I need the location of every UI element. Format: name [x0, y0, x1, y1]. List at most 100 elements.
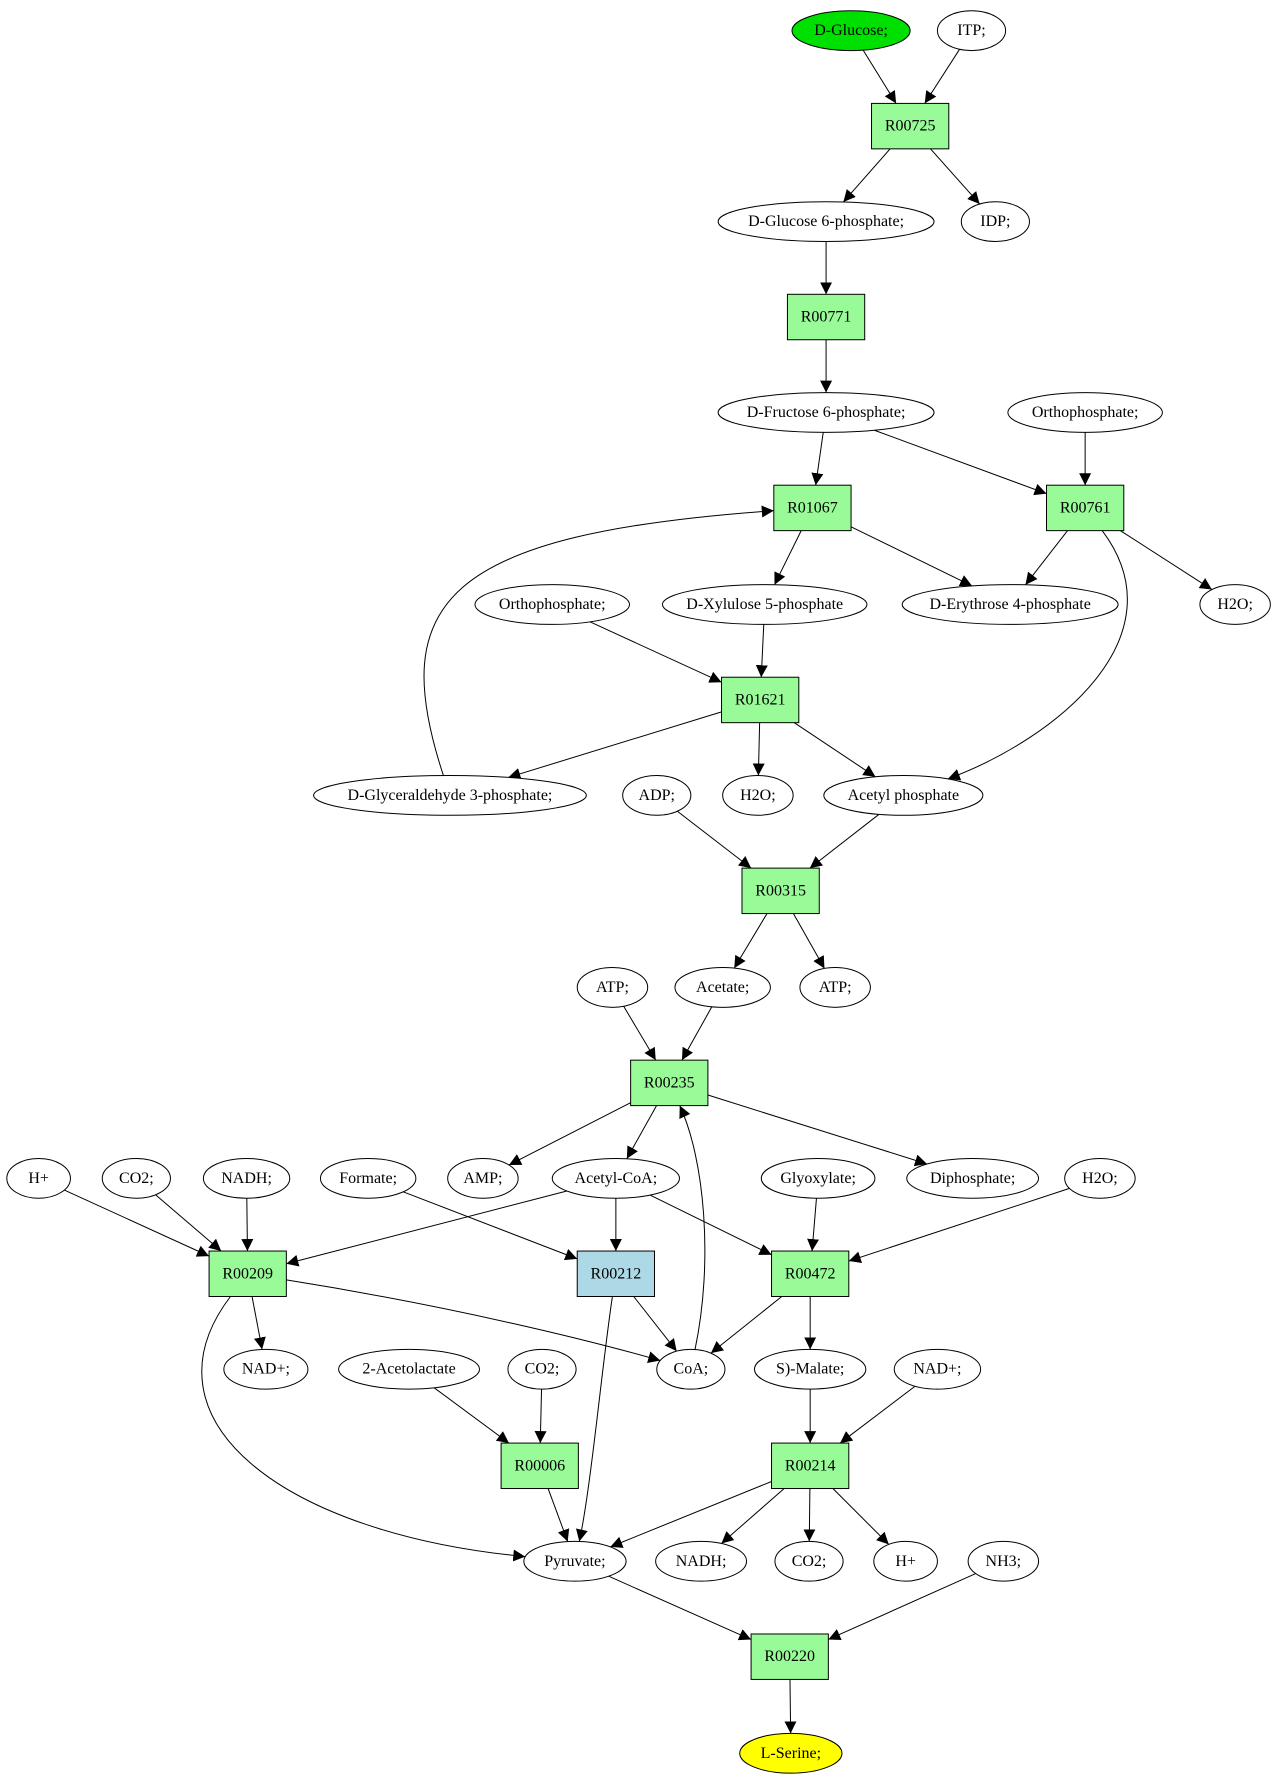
edge-r00212-to-pyruvate: [575, 1296, 613, 1542]
edge-formate-to-r00212: [403, 1191, 578, 1261]
metabolite-ellipse: [774, 1540, 844, 1582]
metabolite-ellipse: [873, 1540, 938, 1582]
metabolite-ellipse: [656, 1348, 726, 1390]
edge-r00209-to-nadplusA: [251, 1296, 266, 1350]
edge-r00235-to-amp: [508, 1102, 631, 1166]
edge-r00725-to-g6p: [842, 148, 891, 203]
edge-r00761-to-e4p: [1025, 530, 1068, 586]
edge-r00220-to-serine: [784, 1679, 797, 1734]
metabolite-ellipse: [722, 775, 794, 816]
metabolite-node-co2B: CO2;: [507, 1348, 577, 1390]
reaction-box: [576, 1250, 655, 1297]
metabolite-node-co2C: CO2;: [774, 1540, 844, 1582]
metabolite-node-idp: IDP;: [960, 201, 1030, 242]
node-label: 2-Acetolactate: [362, 1361, 455, 1378]
reaction-box: [771, 1250, 850, 1297]
node-label: NADH;: [676, 1553, 727, 1570]
edge-nadplusB-to-r00214: [839, 1385, 916, 1444]
edge-g3p-to-r01067: [423, 505, 774, 776]
node-label: D-Glucose 6-phosphate;: [748, 213, 904, 230]
node-label: NAD+;: [913, 1361, 961, 1378]
node-label: R00725: [885, 118, 936, 135]
edge-adp-to-r00315: [677, 810, 752, 869]
edge-pyruvate-to-r00220: [608, 1575, 752, 1641]
edge-nadhA-to-r00209: [241, 1198, 254, 1252]
metabolite-node-glyoxylate: Glyoxylate;: [760, 1157, 876, 1199]
metabolite-node-atpB: ATP;: [799, 967, 871, 1008]
node-label: R00761: [1060, 499, 1111, 516]
node-label: R01067: [787, 499, 838, 516]
metabolite-ellipse: [901, 584, 1119, 625]
metabolite-node-formate: Formate;: [319, 1157, 417, 1199]
metabolite-node-x5p: D-Xylulose 5-phosphate: [661, 584, 868, 625]
metabolite-node-itp: ITP;: [936, 10, 1007, 52]
edge-nh3-to-r00220: [828, 1573, 976, 1641]
edge-r00235-to-diphosphate: [707, 1094, 928, 1167]
node-label: NAD+;: [242, 1361, 290, 1378]
node-label: D-Glucose;: [814, 22, 888, 39]
metabolite-ellipse: [523, 1540, 627, 1582]
metabolite-node-h2oC: H2O;: [1064, 1157, 1136, 1199]
metabolite-node-amp: AMP;: [447, 1157, 519, 1199]
edge-r00214-to-nadhB: [721, 1488, 785, 1544]
reaction-box: [871, 102, 950, 150]
metabolite-node-h2oB: H2O;: [722, 775, 794, 816]
node-label: D-Fructose 6-phosphate;: [747, 404, 906, 421]
metabolite-ellipse: [739, 1732, 843, 1774]
node-label: Diphosphate;: [930, 1170, 1015, 1187]
reaction-node-r01067: R01067: [773, 484, 852, 532]
node-label: AMP;: [463, 1170, 502, 1187]
reaction-box: [1046, 484, 1125, 532]
node-label: S)-Malate;: [776, 1361, 844, 1378]
metabolite-ellipse: [799, 967, 871, 1008]
metabolite-ellipse: [717, 201, 935, 242]
metabolite-ellipse: [661, 584, 868, 625]
node-label: R00771: [801, 309, 852, 326]
edge-layer: [64, 49, 1213, 1734]
metabolite-ellipse: [319, 1157, 417, 1199]
edge-coa-to-r00235: [679, 1105, 706, 1350]
edge-r00214-to-pyruvate: [610, 1481, 772, 1548]
metabolite-ellipse: [1064, 1157, 1136, 1199]
node-label: ATP;: [819, 979, 852, 996]
metabolite-node-coa: CoA;: [656, 1348, 726, 1390]
metabolite-ellipse: [551, 1157, 680, 1199]
node-label: Acetate;: [696, 979, 749, 996]
metabolite-node-acp: Acetyl phosphate: [823, 775, 984, 816]
edge-accoa-to-r00472: [649, 1194, 772, 1256]
reaction-box: [630, 1059, 709, 1107]
edge-x5p-to-r01621: [755, 624, 768, 678]
node-label: IDP;: [980, 213, 1010, 230]
node-label: D-Erythrose 4-phosphate: [930, 596, 1091, 613]
reaction-node-r00209: R00209: [208, 1250, 287, 1297]
metabolite-node-nadplusB: NAD+;: [893, 1348, 982, 1390]
edge-itp-to-r00725: [924, 49, 960, 104]
node-label: Acetyl-CoA;: [575, 1170, 658, 1187]
metabolite-node-nadplusA: NAD+;: [223, 1348, 309, 1390]
metabolite-node-hplusB: H+: [873, 1540, 938, 1582]
metabolite-node-nh3: NH3;: [967, 1540, 1040, 1582]
edge-r00725-to-idp: [930, 148, 981, 205]
metabolite-node-orthoB: Orthophosphate;: [474, 584, 631, 625]
node-label: H2O;: [1082, 1170, 1118, 1187]
edge-acetate-to-r00235: [681, 1006, 713, 1061]
reaction-node-r00315: R00315: [741, 867, 820, 915]
edge-r01621-to-h2oB: [752, 722, 765, 776]
metabolite-ellipse: [893, 1348, 982, 1390]
edge-h2oC-to-r00472: [848, 1187, 1070, 1263]
metabolite-ellipse: [447, 1157, 519, 1199]
reaction-box: [500, 1442, 579, 1490]
metabolite-ellipse: [202, 1157, 291, 1199]
node-label: CoA;: [674, 1361, 709, 1378]
edge-acp-to-r00315: [809, 813, 880, 869]
reaction-node-r00214: R00214: [771, 1442, 850, 1490]
node-label: R00472: [785, 1265, 836, 1282]
metabolite-node-g3p: D-Glyceraldehyde 3-phosphate;: [313, 775, 587, 816]
edge-co2B-to-r00006: [534, 1389, 547, 1444]
node-label: Acetyl phosphate: [848, 787, 960, 804]
metabolite-ellipse: [1007, 392, 1163, 433]
reaction-box: [786, 293, 866, 341]
metabolite-ellipse: [936, 10, 1007, 52]
node-label: R00006: [514, 1457, 565, 1474]
node-label: CO2;: [525, 1361, 560, 1378]
